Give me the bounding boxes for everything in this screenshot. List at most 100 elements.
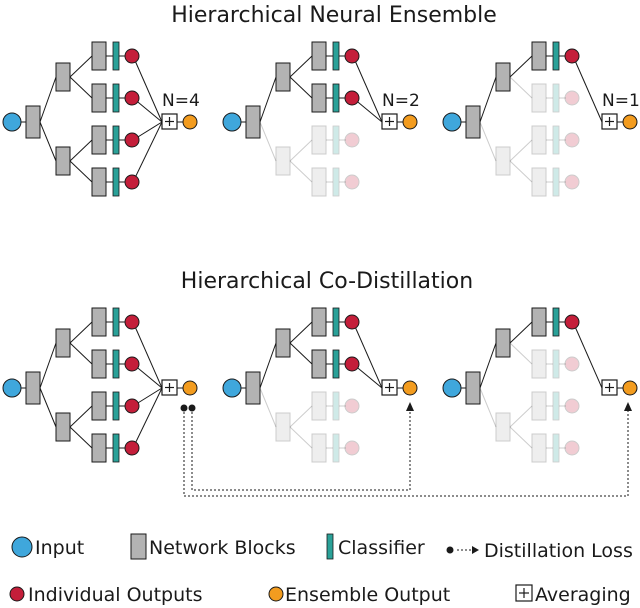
classifier-bar <box>112 349 120 379</box>
distillation-path-outer <box>183 410 629 497</box>
legend-item-individual-outputs: Individual Outputs <box>9 584 202 606</box>
mid-block <box>55 412 71 442</box>
branch-2 <box>91 349 140 379</box>
ensemble-panel-1: N=4 <box>2 41 200 197</box>
edge-mid-branch <box>69 160 93 183</box>
branch-block <box>91 391 107 421</box>
classifier-bar <box>552 83 560 113</box>
edge-mid-branch <box>289 76 313 99</box>
edges <box>21 55 183 183</box>
edge-root-mid <box>479 387 497 428</box>
branch-4 <box>531 167 580 197</box>
mid-block <box>275 328 291 358</box>
mid-block <box>495 62 511 92</box>
branch-1 <box>91 307 140 337</box>
edge-mid-branch <box>69 76 93 99</box>
distillation-connections <box>180 402 632 497</box>
ensemble-output <box>622 114 638 130</box>
input-node <box>2 112 22 132</box>
edge-output-averaging <box>132 55 163 123</box>
ensemble-size-label: N=1 <box>602 91 640 111</box>
edge-output-averaging <box>572 55 603 123</box>
branch-block <box>311 307 327 337</box>
legend-item-network-blocks: Network Blocks <box>130 533 296 560</box>
mid-block <box>275 62 291 92</box>
ensemble-panel-3: N=1 <box>442 41 640 197</box>
individual-output <box>124 440 140 456</box>
edge-mid-branch <box>69 55 93 78</box>
edge-mid-branch <box>289 55 313 78</box>
legend-item-ensemble-output: Ensemble Output <box>268 584 450 606</box>
edge-output-averaging <box>352 321 383 389</box>
input-icon <box>11 536 33 558</box>
classifier-icon <box>326 533 334 560</box>
distill-panel-3 <box>442 307 638 463</box>
edges <box>461 55 623 183</box>
classifier-bar <box>332 349 340 379</box>
individual-output <box>564 356 580 372</box>
distillation-source-dot <box>180 404 188 412</box>
classifier-bar <box>332 433 340 463</box>
legend-item-averaging: Averaging <box>515 584 631 606</box>
ensemble-output <box>402 114 418 130</box>
mid-block <box>495 328 511 358</box>
ensemble-output <box>182 114 198 130</box>
edge-root-mid <box>39 342 57 389</box>
edge-mid-branch <box>509 55 533 78</box>
network-block-icon <box>130 533 147 560</box>
classifier-bar <box>552 307 560 337</box>
distillation-source-dot <box>188 404 196 412</box>
branch-block <box>311 349 327 379</box>
legend-item-classifier: Classifier <box>326 533 425 560</box>
branch-1 <box>531 307 580 337</box>
legend: Input Network Blocks Classifier Distilla… <box>9 533 633 606</box>
edge-mid-branch <box>289 160 313 183</box>
branch-block <box>91 125 107 155</box>
individual-output <box>344 314 360 330</box>
branch-block <box>91 41 107 71</box>
branch-1 <box>311 307 360 337</box>
branch-3 <box>91 125 140 155</box>
branch-block <box>531 125 547 155</box>
branch-3 <box>91 391 140 421</box>
branch-2 <box>311 349 360 379</box>
branch-2 <box>311 83 360 113</box>
ensemble-output <box>402 380 418 396</box>
input-node <box>442 112 462 132</box>
ensemble-panel-2: N=2 <box>222 41 420 197</box>
legend-label-individual-outputs: Individual Outputs <box>28 584 202 606</box>
classifier-bar <box>112 83 120 113</box>
individual-output <box>564 398 580 414</box>
classifier-bar <box>552 125 560 155</box>
edge-mid-branch <box>509 76 533 99</box>
mid-block <box>55 62 71 92</box>
mid-block <box>55 146 71 176</box>
classifier-bar <box>112 167 120 197</box>
individual-output <box>344 132 360 148</box>
classifier-bar <box>332 307 340 337</box>
branch-block <box>311 391 327 421</box>
branch-2 <box>531 83 580 113</box>
mid-block <box>275 146 291 176</box>
classifier-bar <box>112 125 120 155</box>
classifier-bar <box>332 125 340 155</box>
mid-block <box>495 412 511 442</box>
branch-block <box>91 83 107 113</box>
edge-root-mid <box>479 76 497 123</box>
edge-mid-branch <box>289 405 313 428</box>
individual-output <box>124 356 140 372</box>
classifier-bar <box>552 41 560 71</box>
branch-block <box>91 167 107 197</box>
mid-block <box>495 146 511 176</box>
distillation-arrowhead <box>624 402 632 411</box>
branch-block <box>311 433 327 463</box>
classifier-bar <box>552 391 560 421</box>
edge-root-mid <box>259 76 277 123</box>
edge-mid-branch <box>69 426 93 449</box>
edges <box>241 321 403 449</box>
edge-mid-branch <box>69 321 93 344</box>
individual-output <box>124 132 140 148</box>
edge-output-averaging <box>132 121 163 183</box>
distillation-dot-icon <box>446 546 454 554</box>
